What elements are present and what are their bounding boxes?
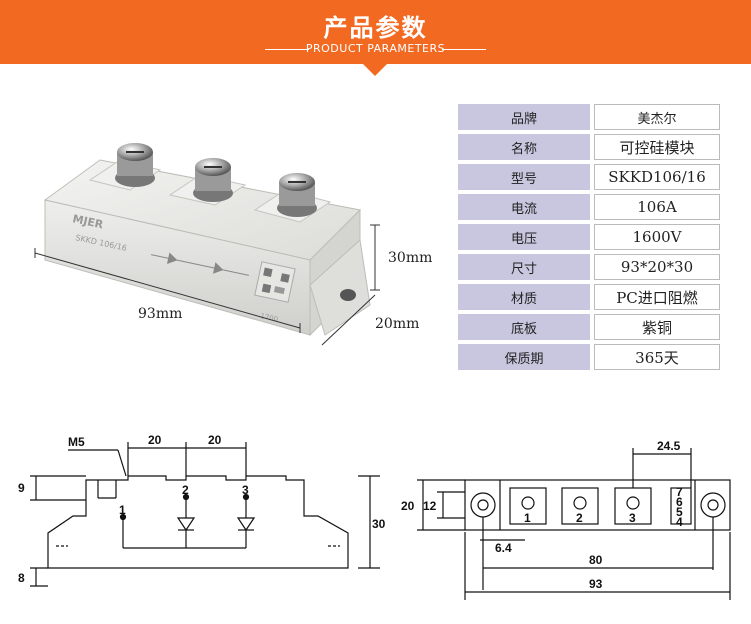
header-banner	[0, 0, 751, 64]
banner-notch	[363, 64, 387, 76]
total-dim-label: 93	[589, 577, 603, 591]
spec-value: 106A	[594, 194, 720, 220]
spec-value: 93*20*30	[594, 254, 720, 280]
qr-label	[254, 261, 296, 303]
pin-label-3: 3	[242, 483, 249, 497]
hole-dim-label: 6.4	[495, 541, 512, 555]
spec-row-name: 名称 可控硅模块	[458, 134, 720, 160]
dim-width-label: 20mm	[375, 316, 419, 332]
spec-key: 尺寸	[458, 254, 590, 280]
pin-label-3: 3	[629, 511, 636, 525]
subtitle-rule-right	[442, 49, 486, 50]
page-title: 产品参数	[323, 14, 428, 42]
dim-height-label: 30mm	[388, 250, 432, 266]
brand-mark: MJER	[71, 212, 105, 231]
pin-label-2: 2	[182, 483, 189, 497]
page-subtitle: PRODUCT PARAMETERS	[305, 42, 446, 55]
pin-label-1: 1	[119, 503, 126, 517]
spec-value: 美杰尔	[594, 104, 720, 130]
subtitle-rule-left	[265, 49, 309, 50]
inner-dim-label: 12	[423, 499, 437, 513]
spec-value: 365天	[594, 344, 720, 370]
aux-pin-label: 6	[676, 495, 683, 509]
spec-row-current: 电流 106A	[458, 194, 720, 220]
aux-pin-label: 4	[676, 515, 683, 529]
spec-value: 1600V	[594, 224, 720, 250]
screw-size-label: M5	[68, 435, 85, 449]
spec-key: 型号	[458, 164, 590, 190]
aux-pin-label: 5	[676, 505, 683, 519]
spec-row-size: 尺寸 93*20*30	[458, 254, 720, 280]
spec-row-material: 材质 PC进口阻燃	[458, 284, 720, 310]
spec-row-model: 型号 SKKD106/16	[458, 164, 720, 190]
spec-table: 品牌 美杰尔 名称 可控硅模块 型号 SKKD106/16 电流 106A 电压…	[458, 104, 720, 374]
pin-label-1: 1	[524, 511, 531, 525]
spec-row-baseplate: 底板 紫铜	[458, 314, 720, 340]
spec-row-brand: 品牌 美杰尔	[458, 104, 720, 130]
screw-terminal-3	[277, 173, 317, 217]
aux-pin-label: 7	[676, 485, 683, 499]
height-bottom-label: 8	[18, 571, 25, 585]
spec-key: 底板	[458, 314, 590, 340]
height-top-label: 9	[18, 481, 25, 495]
circuit-print	[150, 252, 250, 276]
module-outline	[47, 475, 349, 569]
pitch-dim-label: 80	[589, 553, 603, 567]
spec-value: PC进口阻燃	[594, 284, 720, 310]
spec-key: 电压	[458, 224, 590, 250]
screw-terminal-1	[115, 143, 155, 187]
pitch-label-2: 20	[208, 433, 222, 447]
spec-key: 名称	[458, 134, 590, 160]
offset-dim-label: 24.5	[657, 440, 681, 453]
module-top-outline	[464, 479, 731, 531]
pin-label-2: 2	[576, 511, 583, 525]
spec-row-voltage: 电压 1600V	[458, 224, 720, 250]
dim-line-width	[321, 294, 376, 346]
spec-value: SKKD106/16	[594, 164, 720, 190]
spec-key: 电流	[458, 194, 590, 220]
spec-value: 可控硅模块	[594, 134, 720, 160]
spec-key: 品牌	[458, 104, 590, 130]
spec-key: 材质	[458, 284, 590, 310]
product-photo: MJER SKKD 106/16 1700 93mm 30mm 20mm	[34, 143, 432, 346]
height-dim-label: 20	[401, 499, 415, 513]
pitch-label-1: 20	[148, 433, 162, 447]
lot-mark: 1700	[260, 312, 279, 324]
dim-length-label: 93mm	[138, 306, 182, 322]
spec-value: 紫铜	[594, 314, 720, 340]
side-view-drawing: M5 20 20 9 30 8 1 2 3	[18, 433, 386, 587]
dim-line-length	[34, 252, 301, 329]
spec-key: 保质期	[458, 344, 590, 370]
screw-terminal-2	[193, 158, 233, 202]
top-view-drawing: 24.5 20 12 6.4 80 93 1 2 3 7 6 5 4	[401, 440, 731, 600]
height-total-label: 30	[372, 517, 386, 531]
spec-row-warranty: 保质期 365天	[458, 344, 720, 370]
